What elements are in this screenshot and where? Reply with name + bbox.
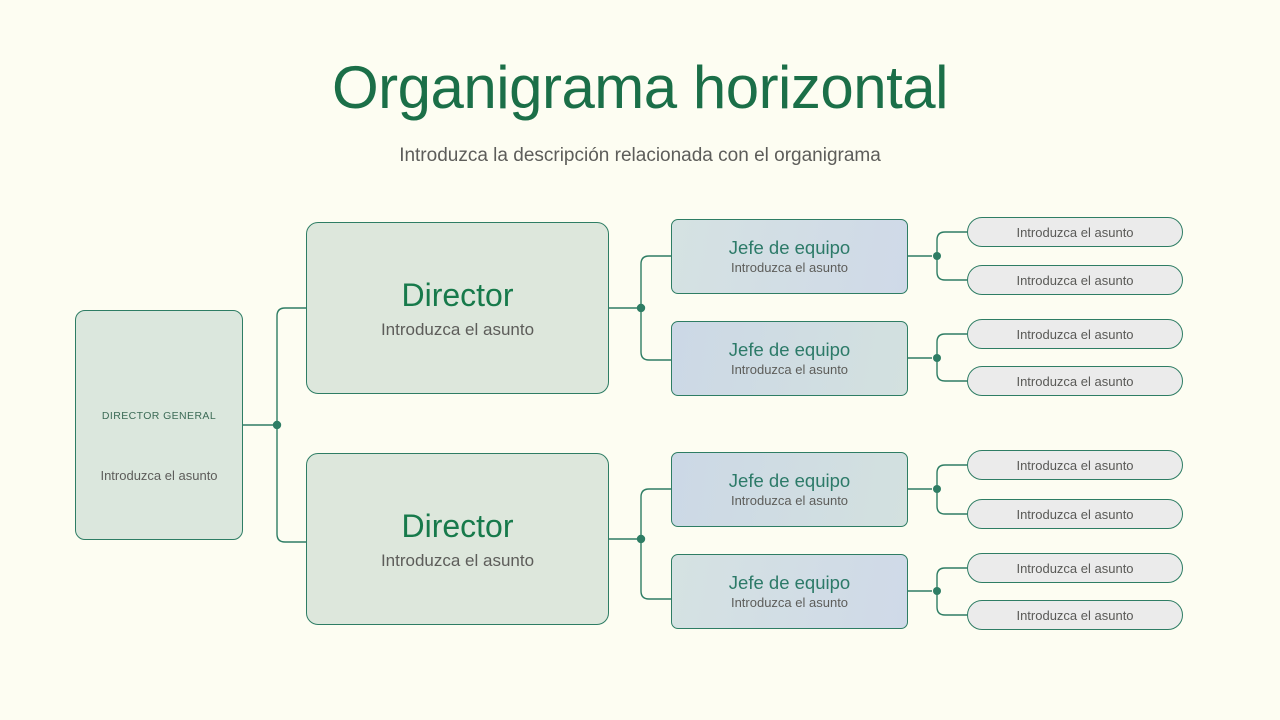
node-team-lead-2-1[interactable]: Jefe de equipo Introduzca el asunto <box>671 452 908 527</box>
node-title: Jefe de equipo <box>728 236 851 258</box>
node-subtitle: Introduzca el asunto <box>100 468 218 483</box>
junction-dot <box>933 485 941 493</box>
node-team-lead-1-1[interactable]: Jefe de equipo Introduzca el asunto <box>671 219 908 294</box>
node-team-lead-1-2[interactable]: Jefe de equipo Introduzca el asunto <box>671 321 908 396</box>
page-subtitle: Introduzca la descripción relacionada co… <box>399 145 881 166</box>
junction-dot <box>636 303 646 313</box>
node-title: Jefe de equipo <box>728 469 851 491</box>
node-subtitle: Introduzca el asunto <box>730 260 849 276</box>
page-title: Organigrama horizontal <box>332 54 948 121</box>
node-leaf-2-1-2[interactable]: Introduzca el asunto <box>967 499 1183 529</box>
junction-dot <box>933 587 941 595</box>
node-subtitle: Introduzca el asunto <box>730 493 849 509</box>
node-subtitle: Introduzca el asunto <box>730 595 849 611</box>
leaf-label: Introduzca el asunto <box>1016 224 1134 240</box>
node-title: Director <box>401 507 514 544</box>
junction-dot <box>636 534 646 544</box>
node-title: DIRECTOR GENERAL <box>101 410 217 422</box>
leaf-label: Introduzca el asunto <box>1016 560 1134 576</box>
leaf-label: Introduzca el asunto <box>1016 326 1134 342</box>
node-leaf-1-1-1[interactable]: Introduzca el asunto <box>967 217 1183 247</box>
node-subtitle: Introduzca el asunto <box>380 319 535 339</box>
node-leaf-2-1-1[interactable]: Introduzca el asunto <box>967 450 1183 480</box>
node-director-2[interactable]: Director Introduzca el asunto <box>306 453 609 625</box>
node-team-lead-2-2[interactable]: Jefe de equipo Introduzca el asunto <box>671 554 908 629</box>
node-leaf-2-2-2[interactable]: Introduzca el asunto <box>967 600 1183 630</box>
leaf-label: Introduzca el asunto <box>1016 373 1134 389</box>
node-leaf-1-1-2[interactable]: Introduzca el asunto <box>967 265 1183 295</box>
leaf-label: Introduzca el asunto <box>1016 607 1134 623</box>
junction-dot <box>933 354 941 362</box>
node-title: Jefe de equipo <box>728 571 851 593</box>
node-leaf-1-2-1[interactable]: Introduzca el asunto <box>967 319 1183 349</box>
junction-dot <box>933 252 941 260</box>
node-director-general[interactable]: DIRECTOR GENERAL Introduzca el asunto <box>75 310 243 540</box>
junction-dot <box>272 420 282 430</box>
node-subtitle: Introduzca el asunto <box>380 550 535 570</box>
node-title: Jefe de equipo <box>728 338 851 360</box>
node-director-1[interactable]: Director Introduzca el asunto <box>306 222 609 394</box>
leaf-label: Introduzca el asunto <box>1016 272 1134 288</box>
leaf-label: Introduzca el asunto <box>1016 457 1134 473</box>
leaf-label: Introduzca el asunto <box>1016 506 1134 522</box>
node-subtitle: Introduzca el asunto <box>730 362 849 378</box>
node-leaf-1-2-2[interactable]: Introduzca el asunto <box>967 366 1183 396</box>
node-title: Director <box>401 276 514 313</box>
node-leaf-2-2-1[interactable]: Introduzca el asunto <box>967 553 1183 583</box>
